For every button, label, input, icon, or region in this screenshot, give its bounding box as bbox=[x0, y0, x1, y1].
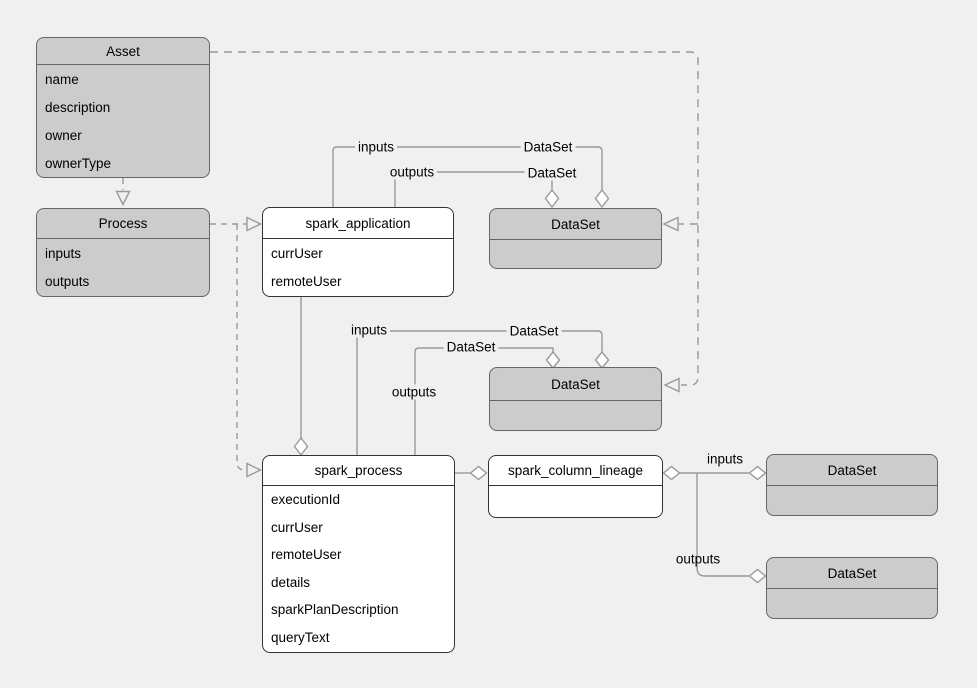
edge-asset-dataset-dashed bbox=[210, 51, 699, 386]
entity-spark-column-lineage: spark_column_lineage bbox=[488, 455, 663, 518]
entity-dataset-middle: DataSet bbox=[489, 367, 662, 431]
edge-label-process-outputs: outputs bbox=[388, 384, 440, 400]
attribute-row: description bbox=[45, 99, 111, 115]
entity-title: DataSet bbox=[490, 209, 661, 240]
entity-spark-process: spark_process executionId currUser remot… bbox=[262, 455, 455, 653]
aggregation-diamond-dataset-top-inputs bbox=[594, 188, 610, 209]
entity-process: Process inputs outputs bbox=[36, 208, 210, 297]
edge-label-process-inputs-dataset: DataSet bbox=[506, 323, 562, 339]
aggregation-diamond-dataset-inputs bbox=[748, 465, 767, 481]
inheritance-triangle-left-dataset-middle bbox=[663, 377, 680, 393]
attribute-row: currUser bbox=[271, 245, 323, 261]
edge-label-lineage-outputs: outputs bbox=[675, 551, 721, 567]
entity-asset: Asset name description owner ownerType bbox=[36, 37, 210, 178]
entity-title: Asset bbox=[37, 38, 209, 65]
entity-title: DataSet bbox=[767, 558, 937, 589]
entity-title: DataSet bbox=[767, 455, 937, 486]
aggregation-diamond-lineage-right bbox=[662, 465, 681, 481]
entity-dataset-top: DataSet bbox=[489, 208, 662, 269]
attribute-row: remoteUser bbox=[271, 273, 342, 289]
aggregation-diamond-dataset-middle-outputs bbox=[545, 350, 561, 370]
attribute-row: outputs bbox=[45, 273, 90, 289]
edge-process-sparkprocess-dashed bbox=[236, 224, 246, 471]
edge-label-app-outputs: outputs bbox=[386, 164, 438, 180]
edge-label-app-outputs-dataset: DataSet bbox=[524, 165, 580, 181]
attribute-row: sparkPlanDescription bbox=[271, 602, 399, 618]
edge-lineage-outputs bbox=[696, 473, 749, 577]
attribute-row: inputs bbox=[45, 245, 82, 261]
attribute-row: currUser bbox=[271, 519, 323, 535]
attribute-row: owner bbox=[45, 127, 82, 143]
attribute-row: ownerType bbox=[45, 155, 112, 171]
edge-label-process-outputs-dataset: DataSet bbox=[443, 339, 499, 355]
edge-label-lineage-inputs: inputs bbox=[706, 451, 744, 467]
entity-title: DataSet bbox=[490, 368, 661, 401]
attribute-row: name bbox=[45, 71, 79, 87]
edge-sparkprocess-outputs bbox=[414, 347, 554, 455]
entity-title: spark_process bbox=[263, 456, 454, 486]
entity-title: spark_application bbox=[263, 208, 453, 239]
inheritance-triangle-right-sparkprocess bbox=[246, 462, 263, 478]
attribute-row: queryText bbox=[271, 629, 330, 645]
entity-dataset-outputs: DataSet bbox=[766, 557, 938, 619]
entity-title: spark_column_lineage bbox=[489, 456, 662, 486]
entity-spark-application: spark_application currUser remoteUser bbox=[262, 207, 454, 297]
attribute-row: remoteUser bbox=[271, 547, 342, 563]
aggregation-diamond-lineage-left bbox=[469, 465, 488, 481]
edge-label-app-inputs: inputs bbox=[354, 139, 398, 155]
edge-label-app-inputs-dataset: DataSet bbox=[520, 139, 576, 155]
aggregation-diamond-dataset-top-outputs bbox=[544, 188, 560, 209]
attribute-row: details bbox=[271, 574, 311, 590]
aggregation-diamond-dataset-middle-inputs bbox=[594, 350, 610, 370]
inheritance-triangle-right-application bbox=[246, 216, 263, 232]
attribute-row: executionId bbox=[271, 492, 341, 508]
aggregation-diamond-dataset-outputs bbox=[748, 568, 767, 584]
edge-application-inputs bbox=[332, 146, 603, 207]
inheritance-triangle-left-dataset-top bbox=[662, 216, 679, 232]
inheritance-triangle-down-process bbox=[115, 190, 131, 207]
entity-title: Process bbox=[37, 209, 209, 239]
edge-label-process-inputs: inputs bbox=[347, 322, 391, 338]
entity-dataset-inputs: DataSet bbox=[766, 454, 938, 516]
aggregation-diamond-sparkprocess-top bbox=[293, 436, 309, 457]
